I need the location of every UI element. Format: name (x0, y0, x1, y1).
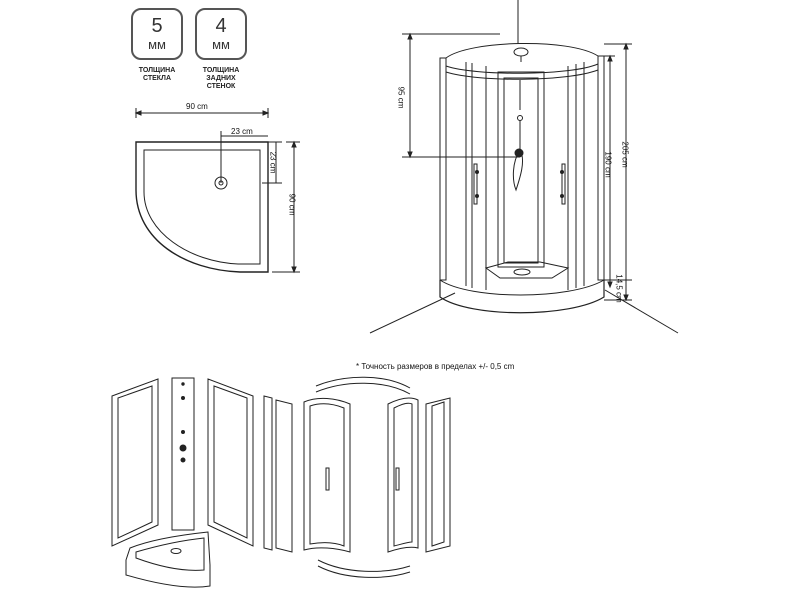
caption-line: ТОЛЩИНА (202, 67, 240, 74)
glass-thickness-badge: 5 мм (131, 8, 183, 60)
caption-line: СТЕНОК (206, 83, 236, 90)
wall-thickness-unit: мм (212, 37, 230, 52)
caption-line: ЗАДНИХ (206, 75, 236, 82)
glass-thickness-value: 5 (151, 15, 163, 37)
caption-line: СТЕКЛА (142, 75, 172, 82)
drain-offset-x-label: 23 cm (231, 127, 253, 136)
tray-height-label: 14,5 cm (614, 274, 624, 303)
shower-height-label: 95 cm (396, 86, 406, 109)
exploded-parts-view (111, 376, 451, 588)
total-height-label: 205 cm (620, 141, 630, 168)
door-height-label: 190 cm (603, 151, 613, 178)
wall-thickness-value: 4 (215, 15, 227, 37)
tray-width-label: 90 cm (186, 102, 208, 111)
wall-thickness-caption: ТОЛЩИНА ЗАДНИХ СТЕНОК (190, 67, 252, 91)
caption-line: ТОЛЩИНА (138, 67, 176, 74)
glass-thickness-unit: мм (148, 37, 166, 52)
dimension-tolerance-note: * Точность размеров в пределах +/- 0,5 c… (356, 362, 515, 371)
drain-offset-y-label: 23 cm (268, 151, 278, 174)
wall-thickness-badge: 4 мм (195, 8, 247, 60)
glass-thickness-caption: ТОЛЩИНА СТЕКЛА (126, 67, 188, 83)
tray-plan-view (134, 108, 300, 274)
tray-depth-label: 90 cm (287, 193, 297, 216)
cabin-elevation-view (369, 0, 679, 334)
